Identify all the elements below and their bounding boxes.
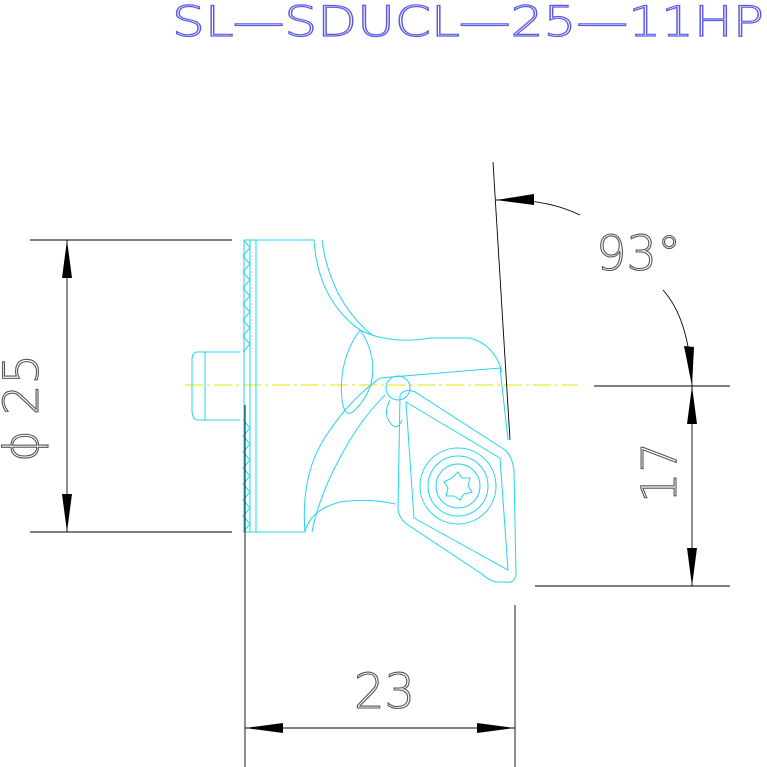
screw-outer bbox=[419, 447, 497, 525]
drawing-title: SL—SDUCL—25—11HP bbox=[172, 0, 764, 46]
torx-socket bbox=[443, 471, 473, 501]
insert-outline bbox=[397, 390, 517, 583]
body-bottom bbox=[244, 499, 396, 533]
angle-dimension-label: 93° bbox=[596, 226, 681, 282]
diameter-dimension-label: ϕ 25 bbox=[0, 354, 50, 462]
tool-head-outline bbox=[191, 239, 517, 583]
length-dimension-label: 23 bbox=[354, 664, 415, 720]
dimension-lines bbox=[30, 161, 730, 767]
pin-hole bbox=[385, 375, 411, 401]
dimension-arrows bbox=[62, 194, 697, 733]
shank-pin bbox=[191, 351, 240, 421]
body-top bbox=[244, 239, 503, 373]
offset-dimension-label: 17 bbox=[632, 442, 688, 503]
